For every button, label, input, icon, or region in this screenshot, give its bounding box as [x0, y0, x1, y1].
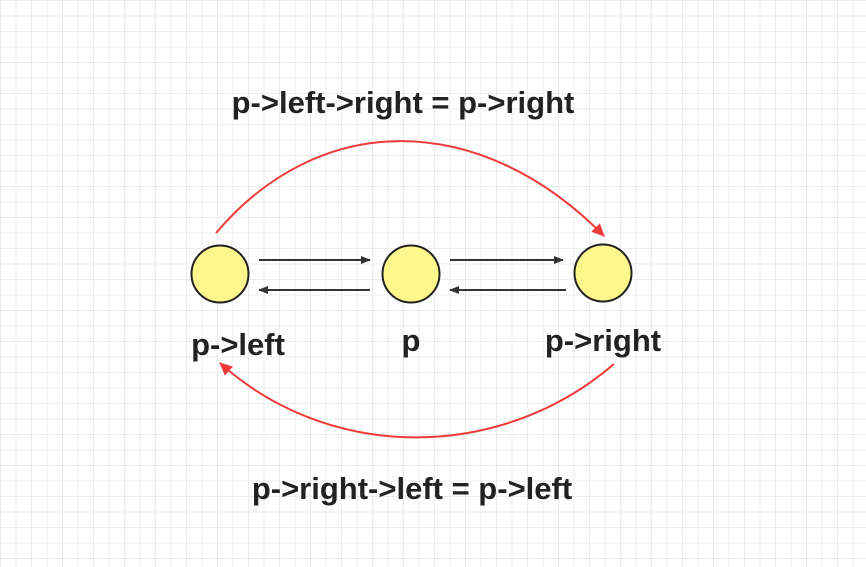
node-label-p-right: p->right [545, 323, 661, 358]
node-p [381, 244, 441, 304]
relink-arrow-left-to-right [215, 140, 605, 237]
relink-arrow-right-to-left [219, 362, 615, 439]
top-equation-label: p->left->right = p->right [232, 85, 575, 120]
node-label-p-left: p->left [191, 327, 285, 362]
node-label-p: p [402, 323, 421, 358]
bottom-equation-label: p->right->left = p->left [252, 471, 572, 506]
node-p-left [190, 244, 250, 304]
node-p-right [573, 243, 633, 303]
